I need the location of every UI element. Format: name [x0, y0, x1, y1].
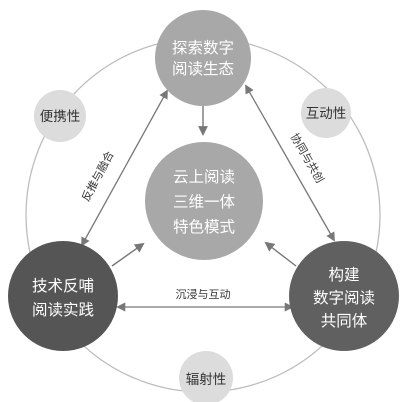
node-center-line-3: 特色模式 [173, 218, 235, 236]
edge-label-left-top: 反推与融合 [78, 149, 116, 204]
attribute-bottom-label: 辐射性 [186, 372, 227, 388]
attribute-left: 便携性 [34, 90, 86, 142]
edge-label-top-right: 协同与共创 [288, 131, 328, 186]
attribute-bottom-bubble [179, 351, 233, 402]
attribute-left-label: 便携性 [40, 109, 81, 125]
node-left: 技术反哺 阅读实践 [8, 241, 118, 351]
node-center-line-1: 云上阅读 [173, 168, 235, 186]
arrow-left-to-center [111, 242, 145, 267]
node-left-circle [8, 241, 118, 351]
arrow-right-to-center [264, 241, 297, 267]
node-top: 探索数字 阅读生态 [155, 10, 251, 106]
arrow-left-top [81, 89, 168, 247]
node-top-line-2: 阅读生态 [172, 60, 234, 78]
node-right-line-1: 构建 [328, 266, 359, 284]
node-right-line-3: 共同体 [321, 312, 368, 330]
node-right-line-2: 数字阅读 [313, 289, 375, 307]
node-left-line-1: 技术反哺 [32, 277, 94, 295]
node-top-line-1: 探索数字 [172, 39, 234, 57]
node-center: 云上阅读 三维一体 特色模式 [145, 142, 263, 260]
node-right: 构建 数字阅读 共同体 [289, 241, 399, 351]
arrow-top-right [245, 84, 335, 242]
attribute-right: 互动性 [301, 88, 351, 138]
attribute-left-bubble [34, 90, 86, 142]
node-right-circle [289, 241, 399, 351]
node-center-line-2: 三维一体 [173, 193, 236, 211]
edge-label-left-right: 沉浸与互动 [176, 288, 231, 301]
node-top-circle [155, 10, 251, 106]
attribute-right-label: 互动性 [306, 106, 347, 122]
node-left-line-2: 阅读实践 [32, 301, 94, 319]
node-center-circle [145, 142, 263, 260]
attribute-bottom: 辐射性 [179, 351, 233, 402]
